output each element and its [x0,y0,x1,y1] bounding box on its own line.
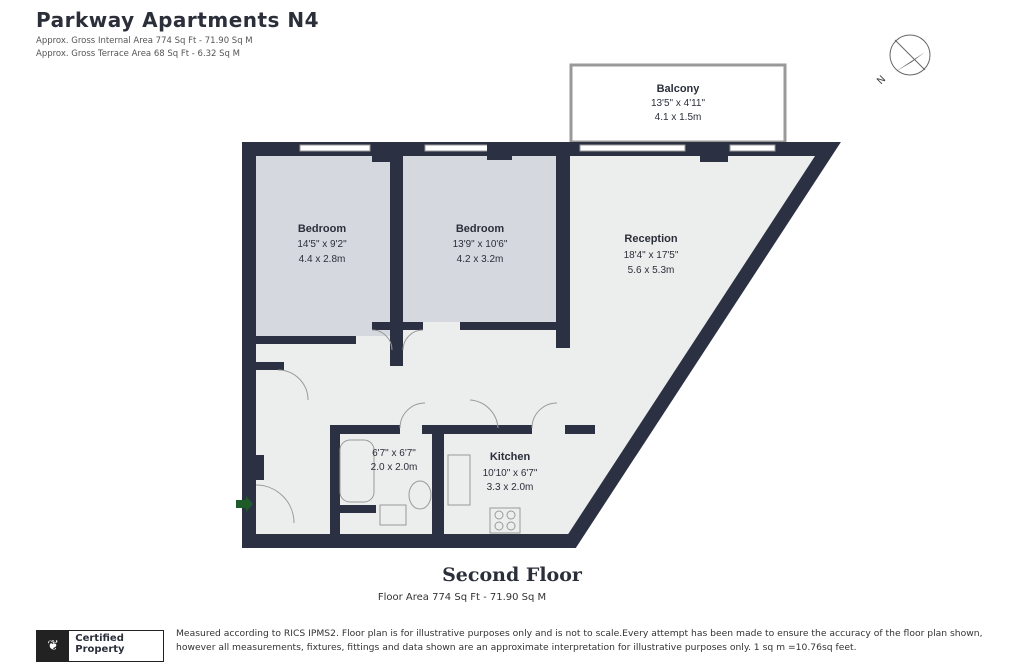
disclaimer-line-1: Measured according to RICS IPMS2. Floor … [176,628,983,639]
entrance-arrow-icon [236,496,253,512]
compass-icon: N [875,34,931,87]
interior-walls [242,142,728,535]
bedroom1-name: Bedroom [298,223,347,235]
page-title: Parkway Apartments N4 [36,8,320,32]
floor-area-text: Floor Area 774 Sq Ft - 71.90 Sq M [377,592,547,603]
floor-name: Second Floor [442,564,582,586]
bedroom1-imperial: 14'5" x 9'2" [297,239,347,250]
bedroom1-metric: 4.4 x 2.8m [299,254,346,265]
windows [299,144,776,152]
floor-plan: N [236,34,931,548]
balcony-imperial: 13'5" x 4'11" [651,98,706,109]
badge-text: Certified Property [75,633,125,655]
terrace-area: Approx. Gross Terrace Area 68 Sq Ft - 6.… [36,49,240,59]
bedroom2-imperial: 13'9" x 10'6" [453,239,508,250]
rics-logo-icon: ❦ [37,631,70,661]
bathroom-imperial: 6'7" x 6'7" [372,448,416,459]
balcony-name: Balcony [657,83,701,95]
bathroom-metric: 2.0 x 2.0m [371,462,418,473]
bedroom2-name: Bedroom [456,223,505,235]
disclaimer-line-2: however all measurements, fixtures, fitt… [176,642,857,653]
disclaimer: Measured according to RICS IPMS2. Floor … [176,627,1016,655]
balcony-metric: 4.1 x 1.5m [655,112,702,123]
certified-property-badge: ❦ Certified Property [36,630,164,662]
fixtures [255,329,558,534]
compass-label: N [875,74,888,87]
internal-area: Approx. Gross Internal Area 774 Sq Ft - … [36,36,253,46]
reception-imperial: 18'4" x 17'5" [624,250,679,261]
bedroom-2 [403,156,556,322]
reception-name: Reception [624,233,677,245]
kitchen-imperial: 10'10" x 6'7" [483,468,538,479]
kitchen-metric: 3.3 x 2.0m [487,482,534,493]
bedroom-1 [256,156,390,336]
reception-metric: 5.6 x 5.3m [628,265,675,276]
kitchen-name: Kitchen [490,451,531,463]
bedroom2-metric: 4.2 x 3.2m [457,254,504,265]
